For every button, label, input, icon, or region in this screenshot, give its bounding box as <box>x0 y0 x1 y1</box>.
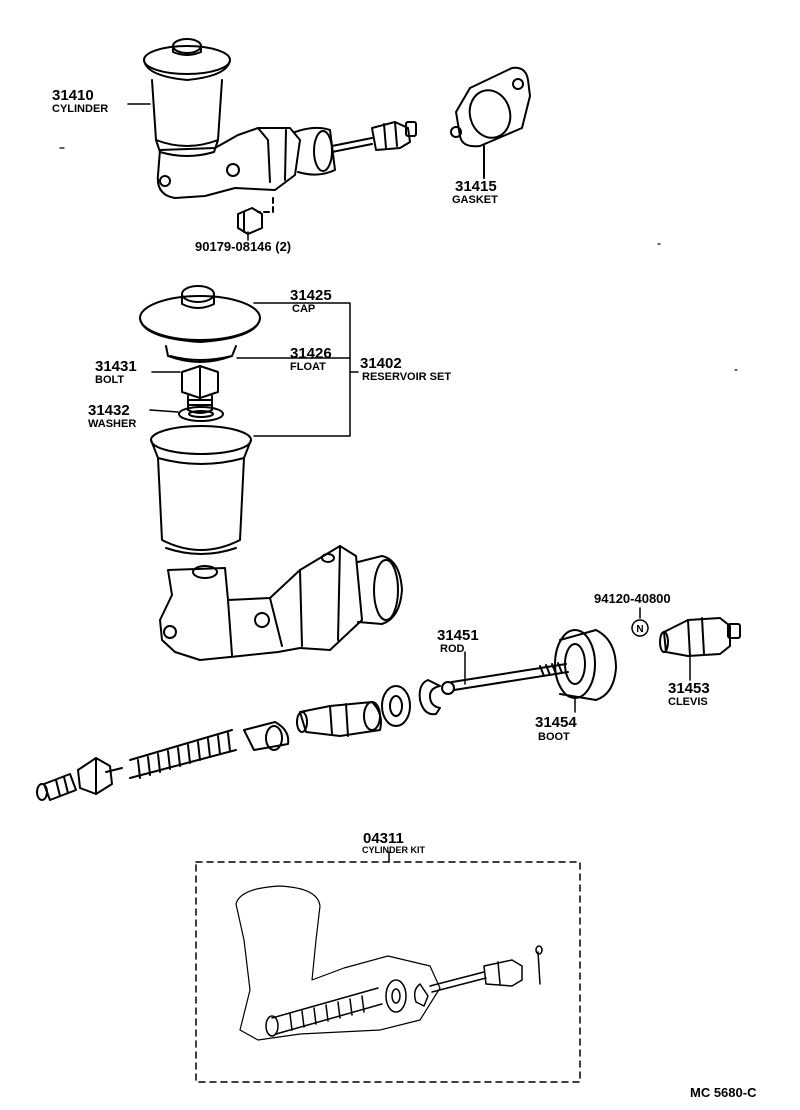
piston-cup-illustration <box>243 721 290 751</box>
washer-part-number: 31432 <box>88 402 130 419</box>
cap-part-name: CAP <box>292 303 316 315</box>
cylinder-part-name: CYLINDER <box>52 103 109 115</box>
rod-part-number: 31451 <box>437 627 479 644</box>
check-valve-illustration <box>36 757 113 801</box>
leader-lines <box>127 103 249 413</box>
cylinder-kit-part-name: CYLINDER KIT <box>362 845 425 855</box>
spring-illustration <box>105 729 237 779</box>
rod-illustration <box>441 662 569 695</box>
bolt-part-number: 31431 <box>95 358 137 375</box>
figure-code: MC 5680-C <box>690 1085 757 1100</box>
stray-marks <box>59 147 738 371</box>
float-illustration <box>165 345 237 363</box>
boot-part-number: 31454 <box>535 714 577 731</box>
clevis-part-number: 31453 <box>668 680 710 697</box>
reservoir-cap-illustration <box>139 285 261 343</box>
gasket-part-number: 31415 <box>455 178 497 195</box>
snap-ring-illustration <box>418 679 441 716</box>
cylinder-part-number: 31410 <box>52 87 94 104</box>
bolt-illustration <box>181 365 219 414</box>
boot-part-name: BOOT <box>538 731 570 743</box>
nut-part-number: 90179-08146 (2) <box>195 239 292 254</box>
float-part-name: FLOAT <box>290 361 326 373</box>
clevis-part-name: CLEVIS <box>668 696 708 708</box>
washer-part-name: WASHER <box>88 418 137 430</box>
cap-part-number: 31425 <box>290 287 332 304</box>
pin-part-number: 94120-40800 <box>594 591 671 606</box>
gasket-illustration <box>450 66 531 179</box>
seal-washer-illustration <box>381 685 411 727</box>
reservoir-set-part-number: 31402 <box>360 355 402 372</box>
cylinder-kit-illustration <box>235 885 543 1041</box>
pin-symbol: N <box>631 619 649 637</box>
bolt-part-name: BOLT <box>95 374 125 386</box>
gasket-part-name: GASKET <box>452 194 498 206</box>
rod-part-name: ROD <box>440 643 465 655</box>
clevis-illustration <box>659 617 741 657</box>
cylinder-kit-part-number: 04311 <box>363 830 404 847</box>
cylinder-body-illustration <box>159 545 403 661</box>
svg-text:N: N <box>636 624 643 635</box>
float-part-number: 31426 <box>290 345 332 362</box>
piston-illustration <box>296 701 382 737</box>
washer-illustration <box>178 406 224 422</box>
reservoir-body-illustration <box>150 425 252 555</box>
reservoir-set-bracket <box>236 302 359 437</box>
cylinder-kit-dashed-box <box>195 861 581 1083</box>
reservoir-set-part-name: RESERVOIR SET <box>362 371 452 383</box>
assembled-cylinder-illustration <box>143 38 417 235</box>
